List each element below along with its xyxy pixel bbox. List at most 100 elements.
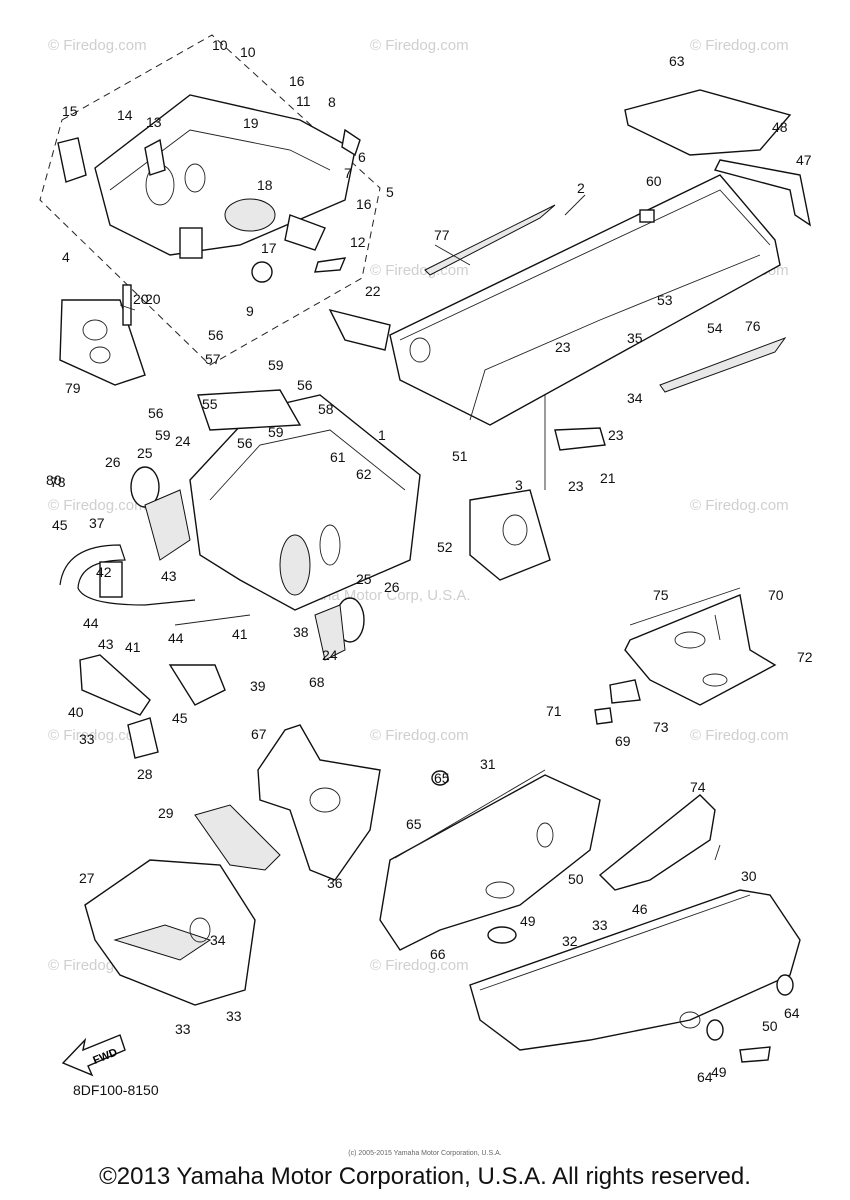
shield-70 [594, 587, 777, 725]
callout-33: 33 [226, 1008, 242, 1024]
callout-16: 16 [356, 196, 372, 212]
callout-64: 64 [697, 1069, 713, 1085]
callout-12: 12 [350, 234, 366, 250]
main-frame-1 [189, 389, 551, 611]
callout-77: 77 [434, 227, 450, 243]
callout-59: 59 [268, 424, 284, 440]
watermark: © Firedog.com [370, 37, 469, 54]
callout-50: 50 [568, 871, 584, 887]
callout-78: 78 [50, 474, 66, 490]
callout-26: 26 [384, 579, 400, 595]
callout-69: 69 [615, 733, 631, 749]
callout-22: 22 [365, 283, 381, 299]
callout-37: 37 [89, 515, 105, 531]
callout-65: 65 [406, 816, 422, 832]
callout-18: 18 [257, 177, 273, 193]
callout-71: 71 [546, 703, 562, 719]
plate-63 [624, 89, 792, 156]
callout-46: 46 [632, 901, 648, 917]
callout-33: 33 [175, 1021, 191, 1037]
callout-19: 19 [243, 115, 259, 131]
callout-34: 34 [210, 932, 226, 948]
bracket-47 [713, 159, 812, 227]
callout-43: 43 [98, 636, 114, 652]
watermark: © Firedog.com [690, 497, 789, 514]
callout-45: 45 [172, 710, 188, 726]
watermark: © Firedog.com [690, 37, 789, 54]
callout-5: 5 [386, 184, 394, 200]
tunnel-2 [389, 174, 781, 426]
callout-29: 29 [158, 805, 174, 821]
panel-67 [257, 724, 381, 881]
watermark: © Firedog.com [48, 727, 147, 744]
callout-15: 15 [62, 103, 78, 119]
watermark: © Firedog.com [370, 957, 469, 974]
callout-45: 45 [52, 517, 68, 533]
tiny-notice: (c) 2005-2015 Yamaha Motor Corporation, … [348, 1150, 502, 1157]
callout-65: 65 [434, 770, 450, 786]
copyright-notice: ©2013 Yamaha Motor Corporation, U.S.A. A… [99, 1163, 751, 1190]
callout-16: 16 [289, 73, 305, 89]
callout-33: 33 [79, 731, 95, 747]
callout-59: 59 [155, 427, 171, 443]
callout-52: 52 [437, 539, 453, 555]
panel-74 [598, 794, 716, 891]
callout-39: 39 [250, 678, 266, 694]
callout-41: 41 [232, 626, 248, 642]
callout-1: 1 [378, 427, 386, 443]
watermark: © Firedog.com [48, 497, 147, 514]
callout-79: 79 [65, 380, 81, 396]
assembly-group-box [39, 34, 381, 366]
bracket-28 [127, 717, 159, 759]
callout-66: 66 [430, 946, 446, 962]
callout-24: 24 [175, 433, 191, 449]
callout-7: 7 [344, 165, 352, 181]
callout-49: 49 [520, 913, 536, 929]
callout-55: 55 [202, 396, 218, 412]
callout-20: 20 [133, 291, 149, 307]
callout-64: 64 [784, 1005, 800, 1021]
callout-24: 24 [322, 647, 338, 663]
callout-10: 10 [240, 44, 256, 60]
callout-56: 56 [148, 405, 164, 421]
callout-57: 57 [205, 351, 221, 367]
callout-28: 28 [137, 766, 153, 782]
callout-23: 23 [568, 478, 584, 494]
callout-43: 43 [161, 568, 177, 584]
callout-44: 44 [83, 615, 99, 631]
callout-41: 41 [125, 639, 141, 655]
callout-21: 21 [600, 470, 616, 486]
callout-11: 11 [296, 93, 311, 109]
callout-73: 73 [653, 719, 669, 735]
callout-56: 56 [297, 377, 313, 393]
callout-56: 56 [237, 435, 253, 451]
callout-9: 9 [246, 303, 254, 319]
callout-31: 31 [480, 756, 496, 772]
watermark: © Firedog.com [48, 37, 147, 54]
callout-80: 80 [46, 472, 62, 488]
callout-14: 14 [117, 107, 133, 123]
callout-75: 75 [653, 587, 669, 603]
callout-47: 47 [796, 152, 812, 168]
bracket-22 [328, 308, 391, 351]
panel-67-hole [309, 787, 341, 813]
front-cover-27 [84, 859, 256, 1006]
reflector-76 [659, 336, 787, 393]
front-frame-assembly [57, 94, 361, 283]
callout-6: 6 [358, 149, 366, 165]
bumper-37 [59, 544, 196, 606]
belly-pan-31 [379, 769, 601, 951]
bracket-21 [554, 427, 606, 451]
callout-3: 3 [515, 477, 523, 493]
callout-38: 38 [293, 624, 309, 640]
footstep-29 [194, 804, 281, 871]
callout-36: 36 [327, 875, 343, 891]
plate-4 [59, 284, 146, 386]
callout-23: 23 [608, 427, 624, 443]
callout-26: 26 [105, 454, 121, 470]
callout-25: 25 [137, 445, 153, 461]
callout-59: 59 [268, 357, 284, 373]
boot-left [130, 466, 365, 661]
callout-54: 54 [707, 320, 723, 336]
